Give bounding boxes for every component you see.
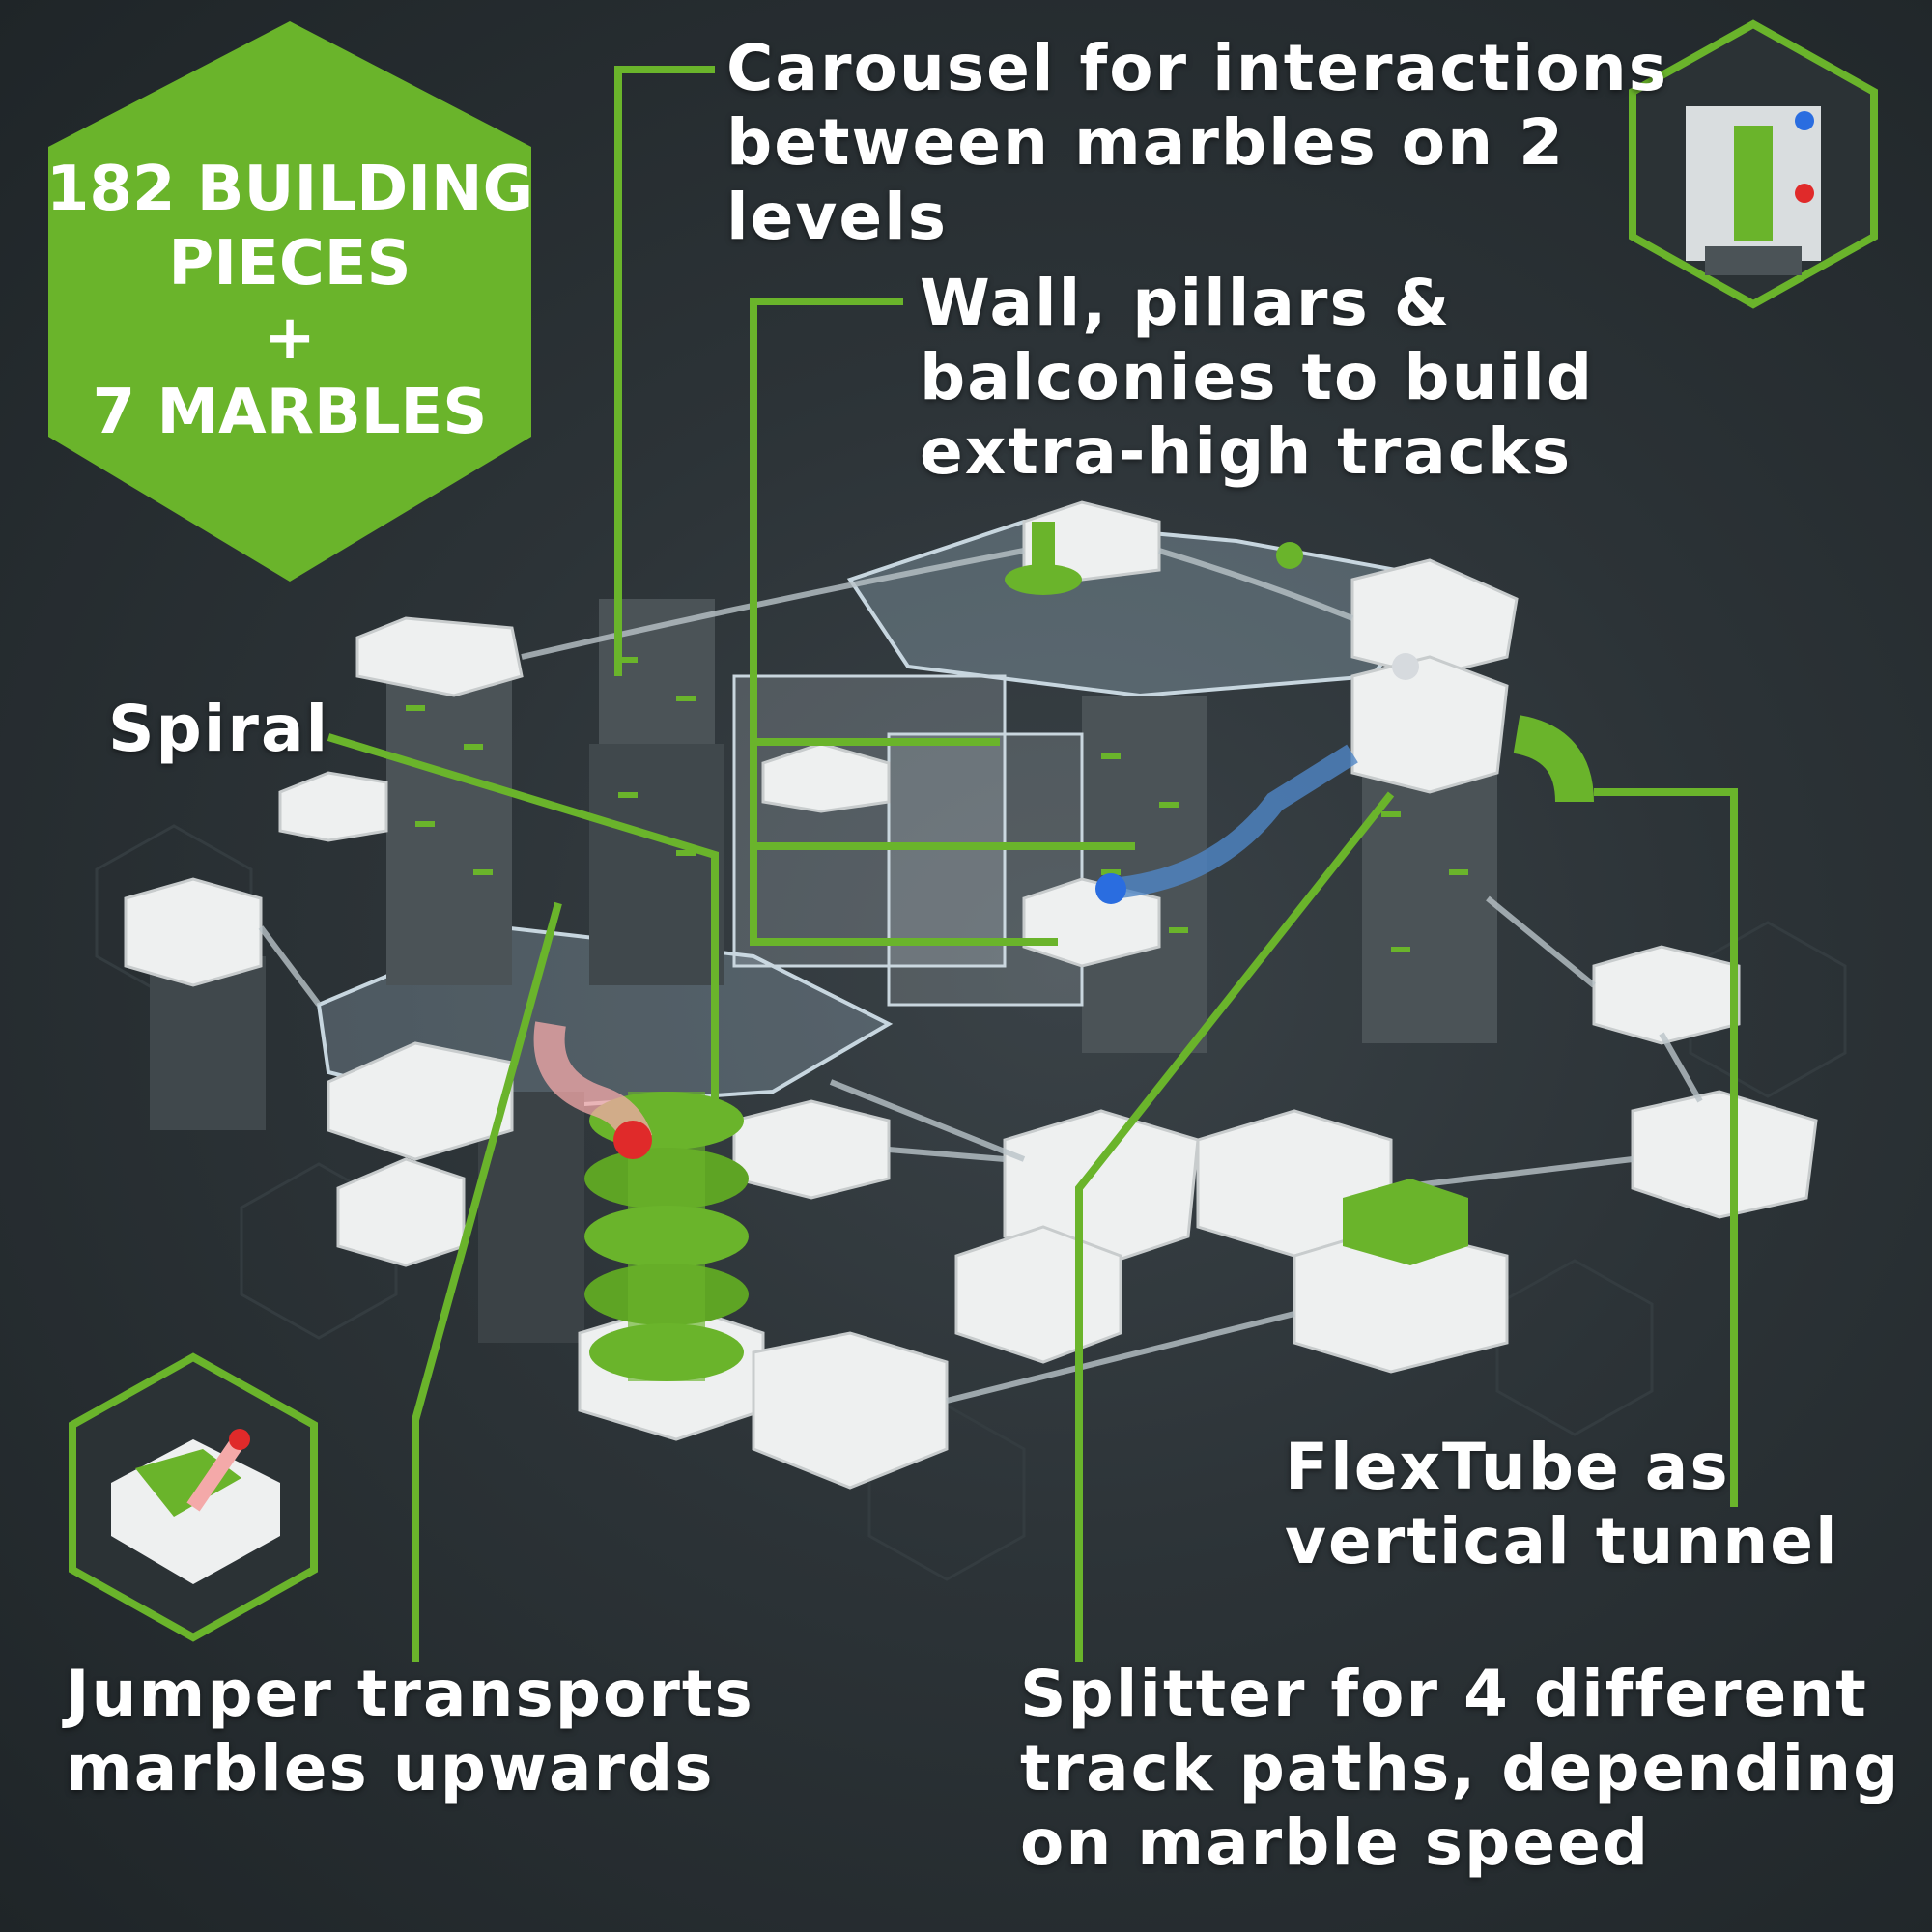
red-marble [613,1121,652,1159]
blue-tube [1109,744,1358,899]
callout-wall-line-2: balconies to build [920,340,1595,414]
badge-line-3: + [264,302,316,374]
carousel-piece [1005,522,1082,595]
inset-jumper-detail [69,1352,318,1642]
badge-line-4: 7 MARBLES [92,377,488,448]
callout-carousel-line-3: levels [726,180,949,254]
splitter-piece [1343,1179,1468,1265]
callout-leaders [327,66,1738,1662]
callout-wall-line-1: Wall, pillars & [920,266,1452,340]
blue-marble [1095,873,1126,904]
callout-jumper: Jumper transports marbles upwards [66,1657,754,1805]
callout-wall-line-3: extra-high tracks [920,414,1573,489]
rails [258,548,1703,1404]
callout-flextube: FlexTube as vertical tunnel [1285,1430,1839,1578]
callout-wall: Wall, pillars & balconies to build extra… [920,266,1594,489]
callout-splitter-line-1: Splitter for 4 different [1020,1657,1868,1731]
pieces-badge: 182 BUILDING PIECES + 7 MARBLES [19,153,560,450]
flextube [1512,715,1594,803]
callout-flextube-line-1: FlexTube as [1285,1430,1730,1504]
track-pieces [124,500,1818,1490]
badge-line-2: PIECES [168,228,412,299]
callout-jumper-line-1: Jumper transports [66,1657,754,1731]
inset-carousel-detail [1629,19,1878,309]
badge-hexagon [48,21,531,582]
callout-carousel: Carousel for interactions between marble… [726,31,1668,254]
green-marble [1276,542,1303,569]
badge-line-1: 182 BUILDING [45,154,534,225]
wall-panels [732,674,1084,1007]
callout-spiral: Spiral [108,692,329,766]
callout-splitter: Splitter for 4 different track paths, de… [1020,1657,1900,1880]
callout-jumper-line-2: marbles upwards [66,1731,715,1805]
spiral-piece [584,1092,749,1381]
silver-marble [1392,653,1419,680]
callout-splitter-line-2: track paths, depending [1020,1731,1901,1805]
callout-carousel-line-2: between marbles on 2 [726,105,1565,180]
callout-carousel-line-1: Carousel for interactions [726,31,1668,105]
callout-spiral-line-1: Spiral [108,692,330,766]
callout-flextube-line-2: vertical tunnel [1285,1504,1839,1578]
callout-splitter-line-3: on marble speed [1020,1805,1651,1880]
